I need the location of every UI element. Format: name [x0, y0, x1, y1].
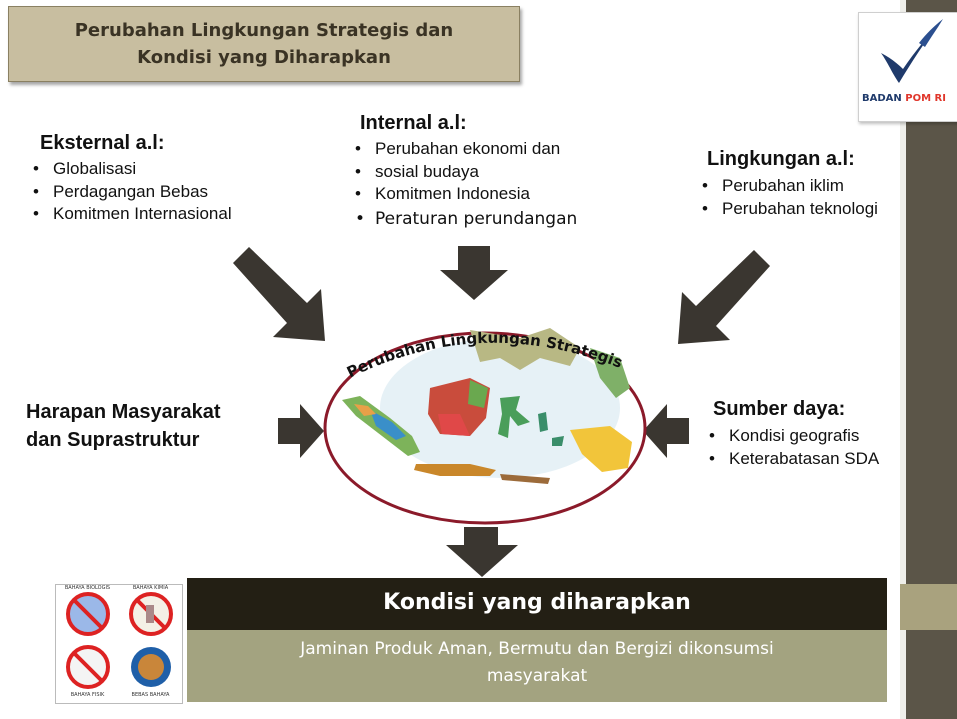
- list-item: Globalisasi: [28, 158, 232, 181]
- kondisi-title: Kondisi yang diharapkan: [383, 590, 691, 615]
- hazard-icons-panel: BAHAYA BIOLOGIS BAHAYA KIMIA BAHAYA FISI…: [55, 584, 183, 704]
- arrow-left-icon: [643, 404, 689, 458]
- title-box: Perubahan Lingkungan Strategis dan Kondi…: [8, 6, 520, 82]
- badan-pom-logo: BADAN POM RI: [858, 12, 957, 122]
- arrow-down-bottom-icon: [446, 527, 518, 577]
- harapan-heading: Harapan Masyarakat dan Suprastruktur: [26, 398, 221, 454]
- harapan-line-2: dan Suprastruktur: [26, 429, 200, 451]
- icon-label: BAHAYA BIOLOGIS: [64, 585, 111, 591]
- list-item: Perubahan ekonomi dan: [350, 138, 560, 161]
- kondisi-line-1: Jaminan Produk Aman, Bermutu dan Bergizi…: [300, 639, 774, 659]
- internal-list: Perubahan ekonomi dan sosial budaya Komi…: [350, 138, 560, 206]
- list-item: Perubahan teknologi: [697, 198, 878, 221]
- arrow-down-left-icon: [678, 250, 770, 344]
- arrow-down-icon: [440, 246, 508, 300]
- list-item: Komitmen Internasional: [28, 203, 232, 226]
- checkmark-logo-icon: [881, 19, 943, 83]
- slide-title: Perubahan Lingkungan Strategis dan Kondi…: [9, 17, 519, 71]
- list-item: Keterabatasan SDA: [704, 448, 879, 471]
- biological-hazard-icon: BAHAYA BIOLOGIS: [56, 585, 119, 644]
- lingkungan-heading: Lingkungan a.l:: [707, 148, 855, 170]
- list-item: Perubahan iklim: [697, 175, 878, 198]
- physical-hazard-icon: BAHAYA FISIK: [56, 644, 119, 703]
- kondisi-line-2: masyarakat: [486, 666, 588, 686]
- list-item: Komitmen Indonesia: [350, 183, 560, 206]
- hazard-free-icon: BEBAS BAHAYA: [119, 644, 182, 703]
- sumber-list: Kondisi geografis Keterabatasan SDA: [704, 425, 879, 470]
- arrow-down-right-icon: [233, 247, 325, 341]
- harapan-line-1: Harapan Masyarakat: [26, 401, 221, 423]
- kondisi-description-bar: Jaminan Produk Aman, Bermutu dan Bergizi…: [187, 630, 887, 702]
- icon-label: BEBAS BAHAYA: [131, 692, 170, 698]
- list-item: Peraturan perundangan: [350, 208, 577, 231]
- side-divider: [900, 0, 906, 719]
- internal-list-small: Peraturan perundangan: [350, 208, 577, 231]
- sumber-heading: Sumber daya:: [713, 398, 846, 420]
- kondisi-title-bar: Kondisi yang diharapkan: [187, 578, 887, 630]
- icon-label: BAHAYA FISIK: [70, 692, 105, 698]
- arrow-right-icon: [278, 404, 324, 458]
- logo-text-accent: POM RI: [905, 93, 946, 104]
- eksternal-list: Globalisasi Perdagangan Bebas Komitmen I…: [28, 158, 232, 226]
- list-item-continuation: sosial budaya: [375, 161, 479, 181]
- indonesia-map-ellipse: Perubahan Lingkungan Strategis: [323, 328, 647, 525]
- logo-label: BADAN POM RI: [859, 93, 957, 104]
- title-line-2: Kondisi yang Diharapkan: [137, 47, 391, 68]
- logo-text-main: BADAN: [862, 93, 906, 104]
- kondisi-description: Jaminan Produk Aman, Bermutu dan Bergizi…: [207, 636, 867, 690]
- icon-label: BAHAYA KIMIA: [132, 585, 169, 591]
- list-item: Perdagangan Bebas: [28, 181, 232, 204]
- chemical-hazard-icon: BAHAYA KIMIA: [119, 585, 182, 644]
- side-accent-stripe: [900, 584, 957, 630]
- lingkungan-list: Perubahan iklim Perubahan teknologi: [697, 175, 878, 220]
- list-item: Kondisi geografis: [704, 425, 879, 448]
- list-item: sosial budaya: [350, 161, 560, 184]
- eksternal-heading: Eksternal a.l:: [40, 132, 165, 154]
- internal-heading: Internal a.l:: [360, 112, 467, 134]
- title-line-1: Perubahan Lingkungan Strategis dan: [74, 20, 454, 41]
